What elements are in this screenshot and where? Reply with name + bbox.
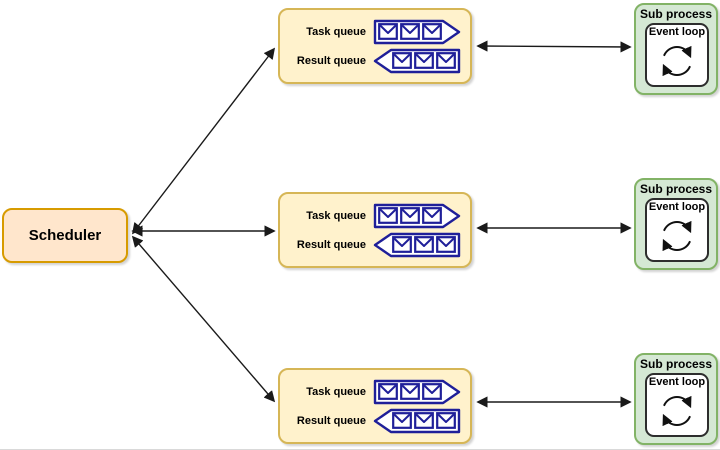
event-loop-label: Event loop <box>648 26 706 38</box>
queue-node-3: Task queue Result queue <box>278 368 472 444</box>
task-queue-arrow-icon <box>373 203 461 228</box>
event-loop-label: Event loop <box>648 376 706 388</box>
subprocess-label: Sub process <box>639 7 713 21</box>
subprocess-label: Sub process <box>639 357 713 371</box>
task-queue-row: Task queue <box>280 202 461 229</box>
event-loop-box: Event loop <box>645 198 709 262</box>
task-queue-label: Task queue <box>306 385 366 398</box>
subprocess-node-2: Sub process Event loop <box>634 178 718 270</box>
subprocess-label: Sub process <box>639 182 713 196</box>
scheduler-label: Scheduler <box>28 227 102 244</box>
arrow-scheduler-queue-3 <box>131 235 276 403</box>
result-queue-row: Result queue <box>280 47 461 74</box>
result-queue-label: Result queue <box>296 238 366 251</box>
task-queue-label: Task queue <box>306 25 366 38</box>
task-queue-row: Task queue <box>280 378 461 405</box>
queue-node-1: Task queue Result queue <box>278 8 472 84</box>
result-queue-row: Result queue <box>280 231 461 258</box>
cycle-icon <box>662 395 692 427</box>
task-queue-label: Task queue <box>306 209 366 222</box>
task-queue-arrow-icon <box>373 379 461 404</box>
task-queue-row: Task queue <box>280 18 461 45</box>
queue-node-2: Task queue Result queue <box>278 192 472 268</box>
cycle-icon <box>662 220 692 252</box>
task-queue-arrow-icon <box>373 19 461 44</box>
arrow-scheduler-queue-1 <box>131 47 276 235</box>
scheduler-node: Scheduler <box>2 208 128 263</box>
result-queue-arrow-icon <box>373 48 461 73</box>
result-queue-arrow-icon <box>373 232 461 257</box>
cycle-icon <box>662 45 692 77</box>
subprocess-node-3: Sub process Event loop <box>634 353 718 445</box>
subprocess-node-1: Sub process Event loop <box>634 3 718 95</box>
result-queue-label: Result queue <box>296 54 366 67</box>
result-queue-arrow-icon <box>373 408 461 433</box>
result-queue-row: Result queue <box>280 407 461 434</box>
event-loop-label: Event loop <box>648 201 706 213</box>
event-loop-box: Event loop <box>645 373 709 437</box>
result-queue-label: Result queue <box>296 414 366 427</box>
arrow-queue-subprocess-1 <box>476 40 632 53</box>
event-loop-box: Event loop <box>645 23 709 87</box>
